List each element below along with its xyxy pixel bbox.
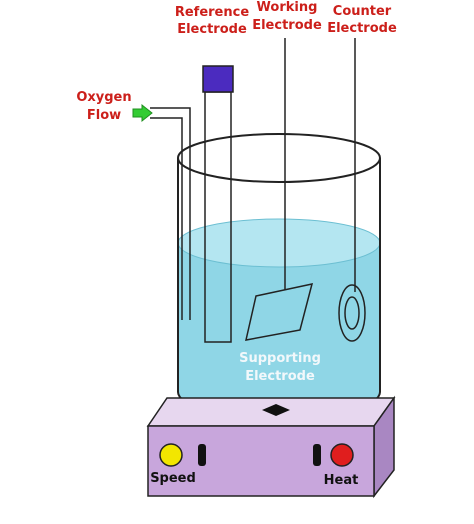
reference-electrode-label-line1: Reference xyxy=(175,5,249,20)
working-electrode-label-line2: Electrode xyxy=(252,18,322,33)
electrolyte-solution xyxy=(177,218,381,418)
heat-switch[interactable] xyxy=(313,444,321,466)
counter-electrode-coil-inner xyxy=(344,296,360,330)
working-electrode-plate xyxy=(245,283,314,341)
reference-electrode-label-line2: Electrode xyxy=(177,22,247,37)
oxygen-flow-label-line2: Flow xyxy=(87,108,121,123)
counter-electrode-label-line1: Counter xyxy=(333,4,392,19)
heat-knob[interactable] xyxy=(330,443,354,467)
stir-bar-icon xyxy=(262,404,290,416)
green-arrow-right-icon xyxy=(132,103,153,123)
stirrer-hotplate xyxy=(146,395,396,499)
counter-electrode-coil-outer xyxy=(338,284,366,342)
oxygen-inlet-tube xyxy=(150,107,191,320)
supporting-electrode-label-line2: Electrode xyxy=(245,369,315,384)
speed-knob[interactable] xyxy=(159,443,183,467)
beaker-rim-front xyxy=(177,157,381,183)
working-electrode-label-line1: Working xyxy=(257,0,318,15)
reference-electrode xyxy=(202,65,234,343)
speed-switch[interactable] xyxy=(198,444,206,466)
speed-label: Speed xyxy=(150,471,196,486)
reference-electrode-cap xyxy=(202,65,234,93)
working-electrode xyxy=(245,38,314,341)
supporting-electrode-label-line1: Supporting xyxy=(239,351,321,366)
counter-electrode-label-line2: Electrode xyxy=(327,21,397,36)
counter-electrode xyxy=(338,38,366,342)
beaker-rim-back xyxy=(177,133,381,159)
oxygen-flow-label-line1: Oxygen xyxy=(76,90,131,105)
heat-label: Heat xyxy=(324,473,359,488)
